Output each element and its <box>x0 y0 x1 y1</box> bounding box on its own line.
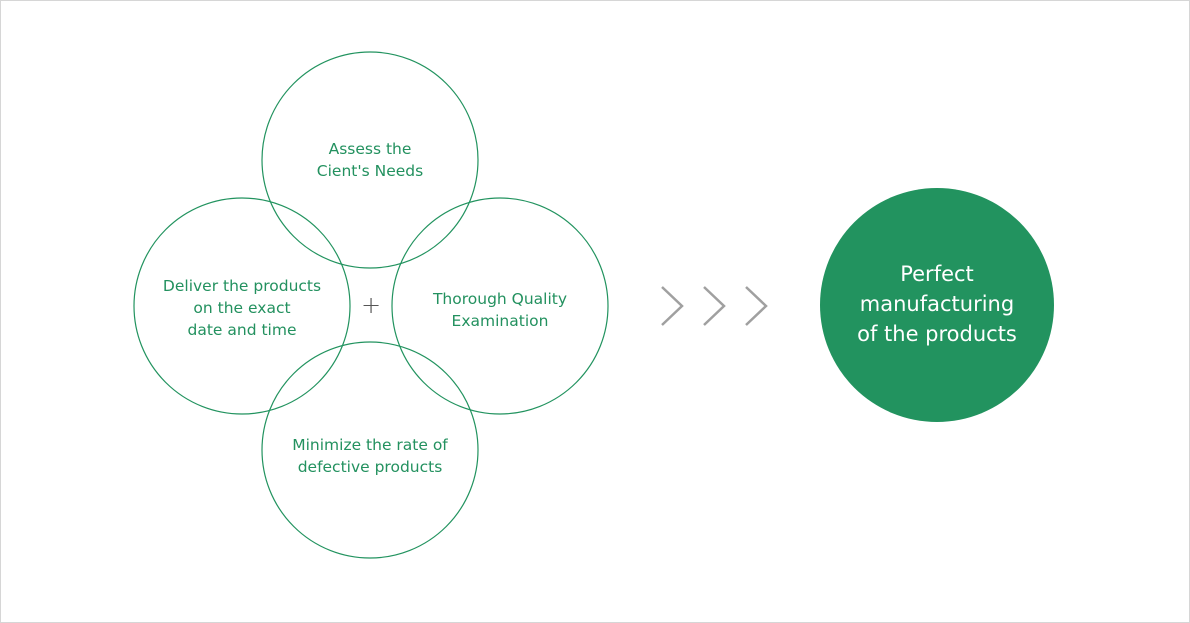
chevron-right-icon <box>745 286 768 326</box>
chevron-right-icon <box>703 286 726 326</box>
label-line: on the exact <box>193 299 291 317</box>
result-circle <box>820 188 1054 422</box>
label-line: defective products <box>297 458 443 476</box>
label-line: Examination <box>451 312 549 330</box>
label-line: of the products <box>857 322 1017 346</box>
circle-minimize-defects <box>261 341 479 559</box>
label-deliver-on-time: Deliver the products on the exact date a… <box>163 275 321 341</box>
label-line: Perfect <box>900 262 974 286</box>
chevron-right-icon <box>661 286 684 326</box>
label-assess-needs: Assess the Cient's Needs <box>317 138 423 182</box>
label-line: Assess the <box>328 140 412 158</box>
label-minimize-defects: Minimize the rate of defective products <box>292 434 448 478</box>
label-line: Cient's Needs <box>316 162 424 180</box>
label-quality-examination: Thorough Quality Examination <box>433 288 567 332</box>
label-line: Minimize the rate of <box>292 436 448 454</box>
circle-deliver-on-time <box>133 197 351 415</box>
label-line: Deliver the products <box>162 277 322 295</box>
label-line: date and time <box>187 321 297 339</box>
circle-quality-examination <box>391 197 609 415</box>
label-line: Thorough Quality <box>432 290 568 308</box>
result-label: Perfect manufacturing of the products <box>857 259 1017 349</box>
label-line: manufacturing <box>859 292 1015 316</box>
circle-assess-needs <box>261 51 479 269</box>
plus-icon: + <box>360 291 382 319</box>
